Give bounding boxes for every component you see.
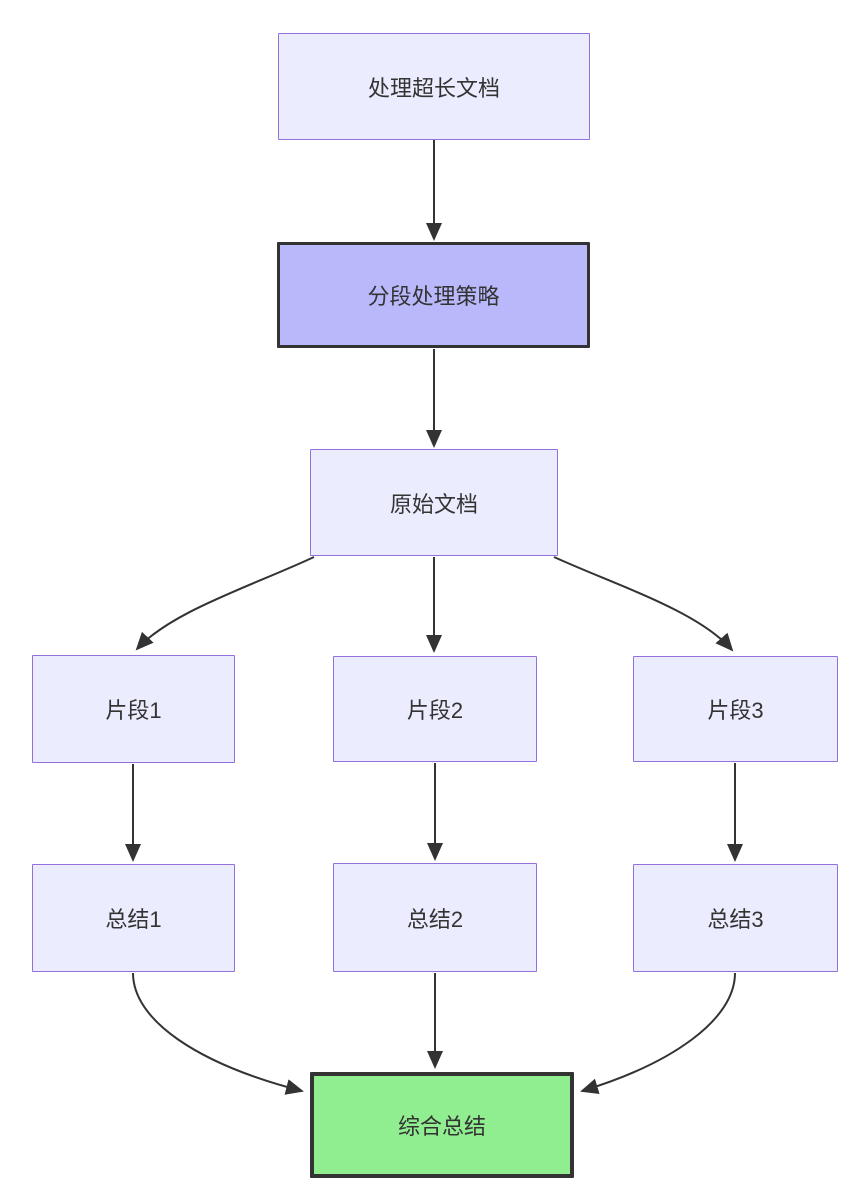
node-label: 片段3 xyxy=(707,698,764,723)
node-summary-3: 总结3 xyxy=(633,864,838,972)
node-label: 总结1 xyxy=(105,907,162,932)
node-label: 总结3 xyxy=(707,907,764,932)
node-label: 处理超长文档 xyxy=(367,75,500,101)
node-summary-2: 总结2 xyxy=(333,863,537,972)
edge-g-to-j xyxy=(132,972,304,1095)
edge-c-to-f xyxy=(553,556,734,652)
node-label: 片段2 xyxy=(406,698,464,723)
edge-c-to-d xyxy=(135,556,315,651)
node-label: 片段1 xyxy=(105,698,162,723)
node-label: 总结2 xyxy=(406,906,464,932)
node-label: 综合总结 xyxy=(397,1114,486,1139)
node-segmentation-strategy: 分段处理策略 xyxy=(277,242,590,348)
node-fragment-1: 片段1 xyxy=(32,655,235,763)
node-fragment-3: 片段3 xyxy=(633,656,838,762)
edge-i-to-j xyxy=(580,972,736,1095)
node-combined-summary: 综合总结 xyxy=(310,1072,574,1178)
node-process-long-document: 处理超长文档 xyxy=(278,33,590,140)
node-original-document: 原始文档 xyxy=(310,449,558,556)
node-label: 分段处理策略 xyxy=(367,284,500,309)
node-summary-1: 总结1 xyxy=(32,864,235,972)
node-fragment-2: 片段2 xyxy=(333,656,537,762)
node-label: 原始文档 xyxy=(389,491,478,517)
